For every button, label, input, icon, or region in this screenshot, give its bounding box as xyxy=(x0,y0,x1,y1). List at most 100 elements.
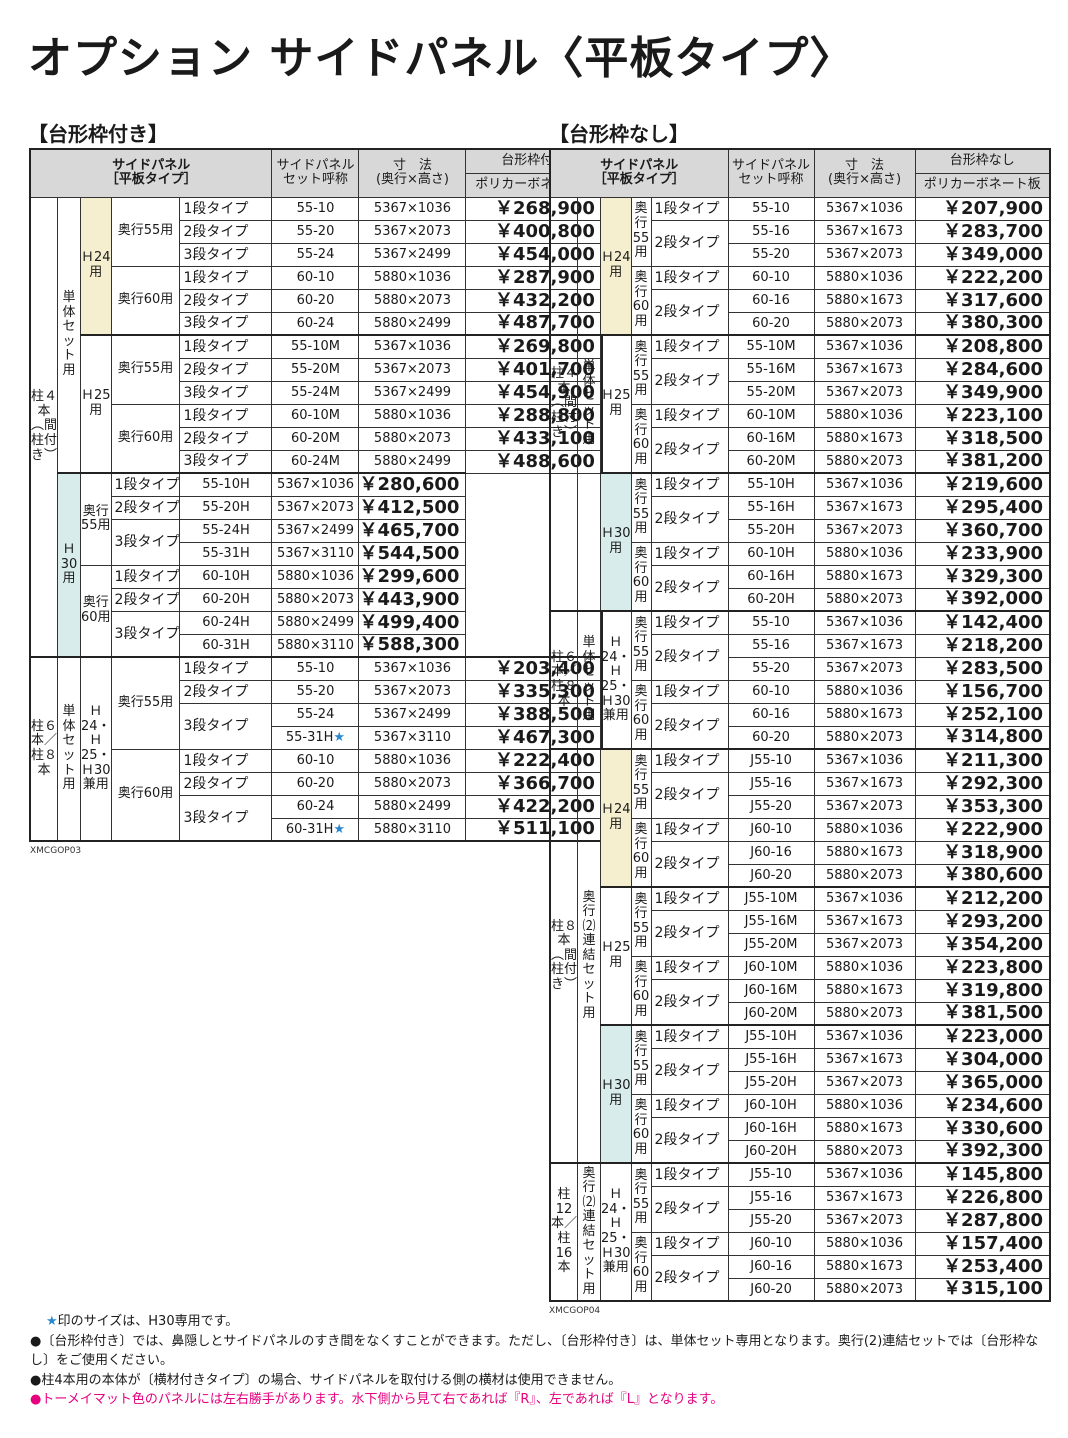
set-name-cell: J60-20H xyxy=(727,1139,815,1164)
tier-type-cell: 1段タイプ xyxy=(110,564,181,589)
set-name-cell: 55-24 xyxy=(271,242,360,267)
tier-type-cell: 1段タイプ xyxy=(650,472,729,497)
dimension-cell: 5880×2073 xyxy=(358,288,467,313)
price-cell: ￥280,600 xyxy=(358,472,467,497)
tier-type-cell: 2段タイプ xyxy=(650,288,729,336)
set-name-cell: 55-10 xyxy=(271,196,360,221)
h30-label: Ｈ30用 xyxy=(57,472,81,658)
pillar-6-8-label: 柱６本／柱８本 xyxy=(29,656,58,842)
price-table-with-frame: サイドパネル ［平板タイプ］ サイドパネル セット呼称 寸 法 (奥行×高さ) … xyxy=(29,148,603,842)
set-name-cell: 60-20H xyxy=(179,587,273,612)
dimension-cell: 5880×1673 xyxy=(813,564,916,589)
depth-60-label: 奥行60用 xyxy=(630,1231,652,1302)
tier-type-cell: 1段タイプ xyxy=(650,541,729,566)
dimension-cell: 5880×2073 xyxy=(358,426,467,451)
tier-type-cell: 2段タイプ xyxy=(650,357,729,405)
header-set-name: サイドパネル セット呼称 xyxy=(727,148,815,198)
dimension-cell: 5367×1673 xyxy=(813,1047,916,1072)
set-name-cell: 55-20 xyxy=(727,242,815,267)
dimension-cell: 5880×3110 xyxy=(271,633,360,658)
set-name-cell: 55-31H★ xyxy=(271,725,360,750)
dimension-cell: 5367×2499 xyxy=(358,380,467,405)
dimension-cell: 5880×2073 xyxy=(813,1001,916,1026)
note-crossbar: ●柱4本用の本体が〔横材付きタイプ〕の場合、サイドパネルを取付ける側の横材は使用… xyxy=(30,1372,622,1388)
set-name-cell: 55-10H xyxy=(179,472,273,497)
set-name-cell: 60-31H★ xyxy=(271,817,360,842)
set-name-cell: 60-10 xyxy=(271,265,360,290)
dimension-cell: 5880×1036 xyxy=(813,1231,916,1256)
h24-label: Ｈ24用 xyxy=(80,196,112,336)
tier-type-cell: 2段タイプ xyxy=(650,426,729,474)
h25-label: Ｈ25用 xyxy=(80,334,112,474)
set-name-cell: 60-24 xyxy=(271,794,360,819)
set-name-cell: 55-16M xyxy=(727,357,815,382)
dimension-cell: 5367×2499 xyxy=(358,702,467,727)
h25-label: Ｈ25用 xyxy=(600,334,632,474)
tier-type-cell: 1段タイプ xyxy=(650,886,729,911)
dimension-cell: 5880×1036 xyxy=(813,541,916,566)
dimension-cell: 5880×2073 xyxy=(271,587,360,612)
dimension-cell: 5880×1673 xyxy=(813,840,916,865)
dimension-cell: 5880×1673 xyxy=(813,702,916,727)
price-cell: ￥544,500 xyxy=(358,541,467,566)
dimension-cell: 5880×1673 xyxy=(813,288,916,313)
price-cell: ￥207,900 xyxy=(914,196,1051,221)
set-name-cell: J55-10 xyxy=(727,1162,815,1187)
tier-type-cell: 2段タイプ xyxy=(179,219,273,244)
tier-type-cell: 2段タイプ xyxy=(179,426,273,451)
set-name-cell: 60-10 xyxy=(271,748,360,773)
set-name-cell: J60-20 xyxy=(727,863,815,888)
dimension-cell: 5367×1036 xyxy=(358,334,467,359)
price-cell: ￥156,700 xyxy=(914,679,1051,704)
set-name-cell: J55-20 xyxy=(727,794,815,819)
h-all-label: Ｈ24・Ｈ25・Ｈ30兼用 xyxy=(600,1162,632,1302)
price-cell: ￥318,500 xyxy=(914,426,1051,451)
dimension-cell: 5367×2073 xyxy=(813,242,916,267)
dimension-cell: 5880×2073 xyxy=(358,771,467,796)
dimension-cell: 5367×1036 xyxy=(813,748,916,773)
note-star: ★印のサイズは、H30専用です。 xyxy=(46,1314,239,1329)
price-cell: ￥223,800 xyxy=(914,955,1051,980)
dimension-cell: 5367×1673 xyxy=(813,219,916,244)
tier-type-cell: 1段タイプ xyxy=(650,196,729,221)
tier-type-cell: 1段タイプ xyxy=(650,679,729,704)
price-cell: ￥233,900 xyxy=(914,541,1051,566)
dimension-cell: 5880×1036 xyxy=(813,817,916,842)
tier-type-cell: 1段タイプ xyxy=(179,334,273,359)
set-name-cell: J55-10M xyxy=(727,886,815,911)
dimension-cell: 5367×1673 xyxy=(813,1185,916,1210)
price-cell: ￥392,000 xyxy=(914,587,1051,612)
price-cell: ￥157,400 xyxy=(914,1231,1051,1256)
price-cell: ￥218,200 xyxy=(914,633,1051,658)
price-cell: ￥330,600 xyxy=(914,1116,1051,1141)
set-name-cell: J60-16M xyxy=(727,978,815,1003)
set-name-cell: 60-10H xyxy=(179,564,273,589)
set-name-cell: 60-20 xyxy=(271,771,360,796)
set-name-cell: J60-16H xyxy=(727,1116,815,1141)
tier-type-cell: 1段タイプ xyxy=(650,817,729,842)
dimension-cell: 5367×2073 xyxy=(813,656,916,681)
price-cell: ￥443,900 xyxy=(358,587,467,612)
set-name-cell: J60-10H xyxy=(727,1093,815,1118)
price-cell: ￥354,200 xyxy=(914,932,1051,957)
depth-55-label: 奥行55用 xyxy=(630,1162,652,1233)
h25-label: Ｈ25用 xyxy=(600,886,632,1026)
dimension-cell: 5880×1673 xyxy=(813,1116,916,1141)
tier-type-cell: 3段タイプ xyxy=(179,380,273,405)
price-cell: ￥287,800 xyxy=(914,1208,1051,1233)
tier-type-cell: 3段タイプ xyxy=(179,702,273,750)
dimension-cell: 5367×2073 xyxy=(813,518,916,543)
header-polycarbonate: ポリカーボネート板 xyxy=(914,172,1051,198)
set-name-cell: 55-20H xyxy=(727,518,815,543)
dimension-cell: 5367×2073 xyxy=(813,380,916,405)
